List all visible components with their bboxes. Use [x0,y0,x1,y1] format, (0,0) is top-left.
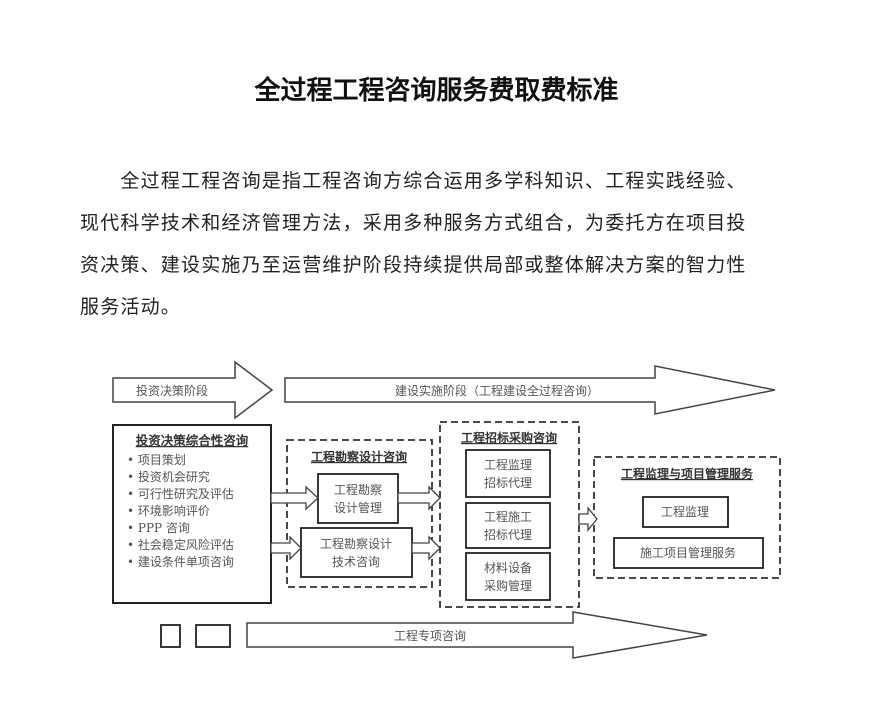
supervision-heading: 工程监理与项目管理服务 [621,466,754,481]
connector-arrow [578,506,598,532]
bidding-heading: 工程招标采购咨询 [461,430,557,445]
special-consulting-label: 工程专项咨询 [394,628,466,643]
survey-box-2-line: 工程勘察设计 [320,536,392,551]
stage2-arrow [284,365,776,415]
investment-item: • 社会稳定风险评估 [127,537,234,552]
connector-arrow [397,485,441,511]
paragraph-line: 服务活动。 [80,296,182,318]
paragraph-line: 资决策、建设实施乃至运营维护阶段持续提供局部或整体解决方案的智力性 [80,254,747,276]
intro-paragraph: 全过程工程咨询是指工程咨询方综合运用多学科知识、工程实践经验、 现代科学技术和经… [80,160,810,328]
legend-box-wide [195,624,231,648]
bidding-box-3-line: 采购管理 [484,578,532,593]
connector-arrow [411,535,441,561]
paragraph-line: 全过程工程咨询是指工程咨询方综合运用多学科知识、工程实践经验、 [80,170,747,192]
survey-box-2 [300,527,413,578]
special-consulting-arrow [246,611,708,659]
investment-heading: 投资决策综合性咨询 [136,433,249,448]
legend-box-small [160,624,181,648]
bidding-box-1-line: 招标代理 [484,476,532,490]
investment-item: • 投资机会研究 [127,469,210,484]
connector-arrow [270,485,319,511]
investment-box [112,424,272,604]
page-title: 全过程工程咨询服务费取费标准 [254,76,619,106]
survey-box-1-line: 工程勘察 [334,482,382,497]
survey-heading: 工程勘察设计咨询 [311,449,407,464]
investment-item: • 可行性研究及评估 [127,486,234,501]
survey-box-1-line: 设计管理 [334,500,382,515]
survey-box-1 [317,473,399,524]
bidding-box-2 [465,502,551,549]
paragraph-line: 现代科学技术和经济管理方法，采用多种服务方式组合，为委托方在项目投 [80,212,747,234]
supervision-box-1-label: 工程监理 [661,504,709,519]
bidding-box-2-line: 工程施工 [484,509,532,524]
investment-item: • PPP 咨询 [127,520,190,535]
investment-item: • 项目策划 [127,453,186,467]
investment-item: • 建设条件单项咨询 [127,554,234,569]
bidding-box-2-line: 招标代理 [484,528,532,542]
supervision-box-1 [642,496,729,528]
bidding-box-3 [465,552,551,601]
stage2-label: 建设实施阶段（工程建设全过程咨询） [395,383,599,398]
survey-group [286,439,433,588]
stage1-label: 投资决策阶段 [136,383,208,398]
supervision-box-2-label: 施工项目管理服务 [640,545,736,560]
stage1-arrow [112,360,274,420]
bidding-box-1 [465,449,551,498]
bidding-box-1-line: 工程监理 [484,457,532,472]
connector-arrow [270,535,302,561]
investment-item: • 环境影响评价 [127,503,210,518]
survey-box-2-line: 技术咨询 [332,554,380,569]
bidding-box-3-line: 材料设备 [484,561,532,575]
supervision-box-2 [613,537,764,569]
